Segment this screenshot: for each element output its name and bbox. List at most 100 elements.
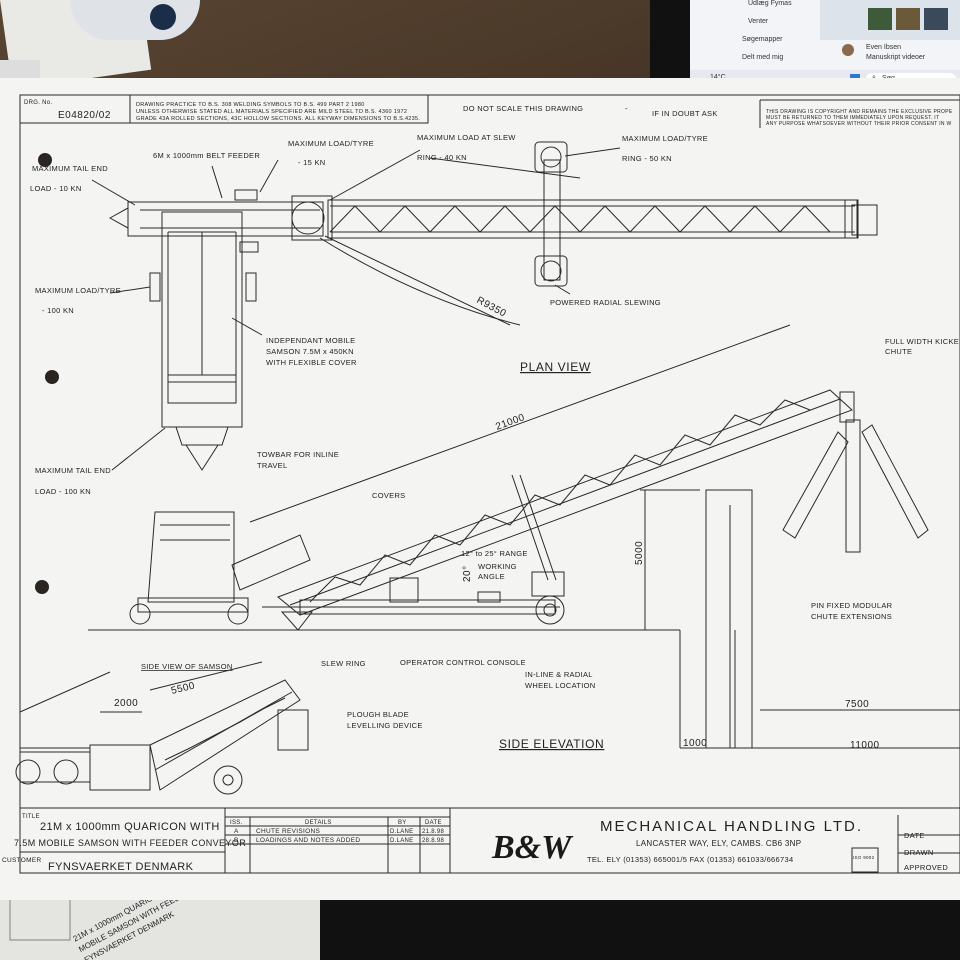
dim-5500: 5500 xyxy=(170,680,196,697)
dim-1000: 1000 xyxy=(683,738,707,749)
mouse-object xyxy=(70,0,200,40)
label-max-load-tyre-3-value: - 100 KN xyxy=(42,306,74,315)
label-samson: WITH FLEXIBLE COVER xyxy=(266,358,357,367)
label-samson: INDEPENDANT MOBILE xyxy=(266,336,355,345)
weather-text[interactable]: 14°C xyxy=(710,74,726,81)
scale-dash: - xyxy=(625,104,628,113)
dim-5000: 5000 xyxy=(634,541,645,565)
dim-21000: 21000 xyxy=(494,412,526,433)
drawing-sheet: DRG. No. E04820/02 DRAWING PRACTICE TO B… xyxy=(0,78,960,900)
label-max-load-tyre-2: MAXIMUM LOAD/TYRE xyxy=(622,134,708,143)
dim-2000: 2000 xyxy=(114,698,138,709)
avatar xyxy=(842,44,854,56)
dim-11000: 11000 xyxy=(850,740,880,751)
punch-hole xyxy=(45,370,59,384)
rev-iss: B xyxy=(234,837,239,844)
label-plough-blade: PLOUGH BLADE xyxy=(347,710,409,719)
punch-hole xyxy=(38,153,52,167)
samson-side-view xyxy=(15,661,309,795)
label-inline-radial: WHEEL LOCATION xyxy=(525,681,595,690)
label-slew-ring: SLEW RING xyxy=(321,659,366,668)
label-inline-radial: IN-LINE & RADIAL xyxy=(525,670,593,679)
side-elevation xyxy=(88,324,960,749)
label-20-deg: 20° xyxy=(462,565,473,582)
rev-date: 21.8.98 xyxy=(422,829,444,835)
company-address: LANCASTER WAY, ELY, CAMBS. CB6 3NP xyxy=(636,839,801,848)
drawing-note: GRADE 43A ROLLED SECTIONS, 43C HOLLOW SE… xyxy=(136,116,420,122)
side-elevation-title: SIDE ELEVATION xyxy=(499,737,604,751)
plan-view xyxy=(108,141,878,471)
notif-text[interactable]: Manuskript videoer xyxy=(866,54,926,61)
thumbnail[interactable] xyxy=(924,8,948,30)
date-label: DATE xyxy=(904,831,925,840)
label-working-angle: ANGLE xyxy=(478,572,505,581)
folder-item[interactable]: Søgemapper xyxy=(742,36,783,43)
drg-no: E04820/02 xyxy=(58,110,111,121)
search-icon: ⌕ xyxy=(872,74,876,82)
label-max-tail-end-load: LOAD - 10 KN xyxy=(30,184,82,193)
thumbnail[interactable] xyxy=(868,8,892,30)
label-max-load-tyre: MAXIMUM LOAD/TYRE xyxy=(288,139,374,148)
drawing-title-line-1: 21M x 1000mm QUARICON WITH xyxy=(40,821,220,833)
label-max-load-slew: MAXIMUM LOAD AT SLEW xyxy=(417,133,516,142)
label-samson: SAMSON 7.5M x 450KN xyxy=(266,347,354,356)
thumbnail[interactable] xyxy=(896,8,920,30)
notif-name[interactable]: Even Ibsen xyxy=(866,44,902,51)
ask-note: IF IN DOUBT ASK xyxy=(652,109,718,118)
approved-label: APPROVED xyxy=(904,863,948,872)
rev-by: D.LANE xyxy=(390,829,413,835)
iso-badge: ISO 9002 xyxy=(853,855,875,860)
copyright-line: THIS DRAWING IS COPYRIGHT AND REMAINS TH… xyxy=(766,109,953,115)
mouse-button xyxy=(150,4,176,30)
drawing-note: DRAWING PRACTICE TO B.S. 308 WELDING SYM… xyxy=(136,102,365,108)
scale-note: DO NOT SCALE THIS DRAWING xyxy=(463,104,583,113)
label-covers: COVERS xyxy=(372,491,405,500)
label-full-width-chute: CHUTE xyxy=(885,347,912,356)
plan-leaders xyxy=(91,147,621,471)
copyright-line: MUST BE RETURNED TO THEM IMMEDIATELY UPO… xyxy=(766,115,939,121)
engineering-drawing: DRG. No. E04820/02 DRAWING PRACTICE TO B… xyxy=(2,94,960,874)
drg-no-label: DRG. No. xyxy=(24,100,52,106)
company-phone: TEL. ELY (01353) 665001/5 FAX (01353) 66… xyxy=(587,855,793,864)
folder-item[interactable]: Venter xyxy=(748,18,769,25)
rev-header: DETAILS xyxy=(305,820,332,826)
rev-by: D.LANE xyxy=(390,838,413,844)
label-operator-console: OPERATOR CONTROL CONSOLE xyxy=(400,658,526,667)
label-full-width-chute: FULL WIDTH KICKER xyxy=(885,337,960,346)
rev-details: LOADINGS AND NOTES ADDED xyxy=(256,837,360,844)
label-pin-fixed: CHUTE EXTENSIONS xyxy=(811,612,892,621)
drawing-frame xyxy=(19,94,960,874)
label-max-tail-end-2-load: LOAD - 100 KN xyxy=(35,487,91,496)
dark-cloth xyxy=(320,900,960,960)
rev-header: ISS. xyxy=(230,820,243,826)
rev-date: 28.8.98 xyxy=(422,838,444,844)
logo-text: B&W xyxy=(491,829,574,866)
label-max-load-tyre-3: MAXIMUM LOAD/TYRE xyxy=(35,286,121,295)
label-max-load-slew-value: RING - 40 KN xyxy=(417,153,467,162)
drawing-note: UNLESS OTHERWISE STATED ALL MATERIALS SP… xyxy=(136,109,407,115)
drawing-title-line-2: 7.5M MOBILE SAMSON WITH FEEDER CONVEYOR xyxy=(14,838,246,848)
customer-label: CUSTOMER xyxy=(2,857,41,864)
label-powered-radial: POWERED RADIAL SLEWING xyxy=(550,298,661,307)
title-label: TITLE xyxy=(22,814,40,820)
label-range: 12° to 25° RANGE xyxy=(461,549,528,558)
label-towbar: TOWBAR FOR INLINE xyxy=(257,450,339,459)
punch-hole xyxy=(35,580,49,594)
label-towbar: TRAVEL xyxy=(257,461,287,470)
label-plough-blade: LEVELLING DEVICE xyxy=(347,721,423,730)
drawn-label: DRAWN xyxy=(904,848,934,857)
company-name: MECHANICAL HANDLING LTD. xyxy=(600,818,863,835)
rev-details: CHUTE REVISIONS xyxy=(256,828,320,835)
label-max-tail-end-2: MAXIMUM TAIL END xyxy=(35,466,111,475)
label-working-angle: WORKING xyxy=(478,562,517,571)
dim-7500: 7500 xyxy=(845,699,869,710)
copyright-line: ANY PURPOSE WHATSOEVER WITHOUT THEIR PRI… xyxy=(766,121,952,127)
rev-header: DATE xyxy=(425,820,442,826)
label-max-load-tyre-2-value: RING - 50 KN xyxy=(622,154,672,163)
label-max-tail-end: MAXIMUM TAIL END xyxy=(32,164,108,173)
folder-item[interactable]: Delt med mig xyxy=(742,54,784,61)
folder-item[interactable]: Udlæg Fymas xyxy=(748,0,792,7)
company-logo: B&W xyxy=(491,829,574,866)
plan-view-title: PLAN VIEW xyxy=(520,360,591,374)
